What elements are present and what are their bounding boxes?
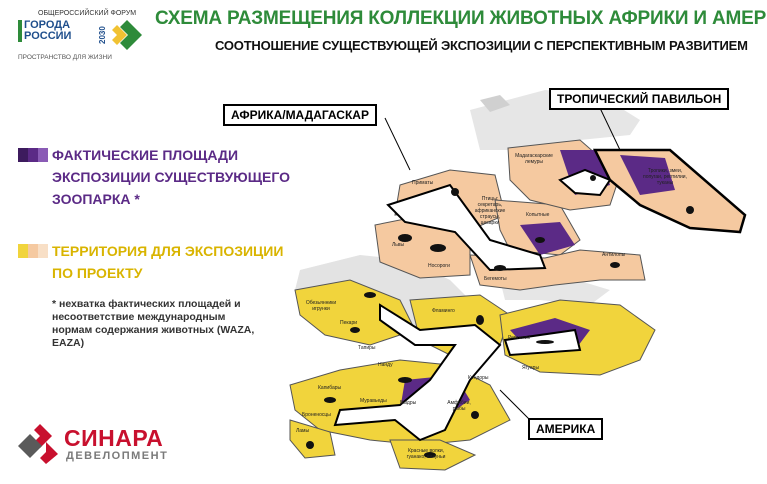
zone-tropical-pavilion: [592, 148, 747, 234]
pointer-africa: [384, 117, 411, 171]
animal-antelope-icon: [610, 262, 620, 268]
forum-logo-forum: ОБЩЕРОССИЙСКИЙ ФОРУМ: [38, 10, 137, 17]
legend-projected-line1: ТЕРРИТОРИЯ ДЛЯ ЭКСПОЗИЦИИ: [52, 243, 284, 259]
sinara-brand-name: СИНАРА: [64, 425, 164, 451]
forum-logo-line2: РОССИИ: [24, 30, 72, 42]
zone-label-hoofed: Копытные: [526, 212, 550, 218]
zone-label-capybara: Капибары: [318, 385, 342, 391]
animal-hippo-icon: [494, 265, 506, 271]
path-madagascar: [558, 168, 612, 197]
map-label-tropical: ТРОПИЧЕСКИЙ ПАВИЛЬОН: [549, 88, 730, 110]
animal-lion-icon: [398, 234, 412, 242]
zone-label-anteaters: Муравьеды: [360, 398, 387, 404]
page-subtitle: СООТНОШЕНИЕ СУЩЕСТВУЮЩЕЙ ЭКСПОЗИЦИИ С ПЕ…: [215, 38, 748, 53]
zone-label-condors: Кондоры: [468, 375, 489, 381]
zone-label-llamas: Ламы: [296, 428, 310, 434]
zone-label-primates: Приматы: [412, 180, 434, 186]
zone-label-reptiles: Рептилии: [508, 335, 531, 341]
forum-logo: ОБЩЕРОССИЙСКИЙ ФОРУМ ГОРОДА РОССИИ 2030 …: [18, 10, 146, 70]
animal-anteater-icon: [398, 377, 412, 383]
legend-projected: ТЕРРИТОРИЯ ДЛЯ ЭКСПОЗИЦИИ ПО ПРОЕКТУ: [52, 240, 283, 284]
animal-monkey-icon: [364, 292, 376, 298]
zone-label-hippos: Бегемоты: [484, 276, 507, 282]
legend-existing-line1: ФАКТИЧЕСКИЕ ПЛОЩАДИ: [52, 147, 239, 163]
zone-label-red-wolves: Красные волки, гуанако, викуньи: [406, 448, 446, 460]
page-title: СХЕМА РАЗМЕЩЕНИЯ КОЛЛЕКЦИИ ЖИВОТНЫХ АФРИ…: [155, 8, 767, 29]
animal-peccary-icon: [350, 327, 360, 333]
zone-label-monkeys-america: Обезьянники игрунки: [305, 300, 337, 312]
zone-llamas: [289, 419, 336, 459]
logo-chevron-icon: [112, 20, 142, 50]
legend-note: * нехватка фактических площадей и несоот…: [52, 298, 255, 349]
map-label-america: АМЕРИКА: [528, 418, 604, 440]
path-africa: [386, 183, 547, 272]
sinara-brand-sub: ДЕВЕЛОПМЕНТ: [66, 450, 169, 462]
zone-label-flamingos: Фламинго: [432, 308, 455, 314]
zone-label-rhinos: Носороги: [428, 263, 450, 269]
zone-existing-africa: [520, 222, 575, 255]
zone-label-nandu: Нанду: [378, 362, 393, 368]
legend-existing-line3: ЗООПАРКА *: [52, 191, 140, 207]
animal-lemur-icon: [590, 175, 596, 181]
path-america: [333, 303, 502, 442]
zone-monkeys-america: [294, 279, 416, 346]
animal-llama-icon: [306, 441, 314, 449]
animal-capybara-icon: [324, 397, 336, 403]
legend-swatch-projected: [18, 244, 48, 258]
pointer-tropical: [599, 107, 621, 151]
animal-primate-icon: [451, 188, 459, 196]
forum-logo-line1: ГОРОДА: [24, 19, 71, 31]
animal-rhino-icon: [430, 244, 446, 252]
zone-label-antelopes: Антилопы: [602, 252, 626, 258]
legend-swatch-existing: [18, 148, 48, 162]
zone-label-battleships: Броненосцы: [302, 412, 331, 418]
zone-label-tropical: Тропики, змеи, попугаи, рептилии, туканы: [642, 168, 687, 186]
zone-label-ostriches: Птицы: секретарь, африканские страусы, ц…: [474, 196, 506, 226]
pointer-america: [499, 389, 531, 421]
animal-hoofed-icon: [535, 237, 545, 243]
animal-flamingo-icon: [476, 315, 484, 325]
map-label-africa: АФРИКА/МАДАГАСКАР: [223, 104, 377, 126]
map-terrain-building: [480, 95, 510, 112]
forum-logo-tagline: ПРОСТРАНСТВО ДЛЯ ЖИЗНИ: [18, 54, 112, 61]
zone-label-peccary: Пекари: [340, 320, 358, 326]
animal-wolf-icon: [424, 452, 436, 458]
animal-tropical-icon: [686, 206, 694, 214]
animal-crocodile-icon: [536, 340, 554, 344]
sinara-logo-icon: [18, 424, 58, 464]
legend-existing-line2: ЭКСПОЗИЦИИ СУЩЕСТВУЮЩЕГО: [52, 169, 290, 185]
zone-label-lions: Львы: [392, 242, 405, 248]
zone-existing-tropical: [620, 155, 675, 195]
legend-projected-line2: ПО ПРОЕКТУ: [52, 265, 143, 281]
zone-label-madagascar: Мадагаскарские лемуры: [515, 153, 553, 165]
zone-label-jaguars: Ягуары: [522, 365, 540, 371]
zone-label-amphibians: Амфибии, рыбы: [447, 400, 471, 412]
legend-existing: ФАКТИЧЕСКИЕ ПЛОЩАДИ ЭКСПОЗИЦИИ СУЩЕСТВУЮ…: [52, 144, 290, 210]
zone-label-tapirs: Тапиры: [358, 345, 376, 351]
animal-jaguar-icon: [471, 411, 479, 419]
zone-label-otters: Выдры: [400, 400, 417, 406]
logo-bar-icon: [18, 20, 22, 42]
